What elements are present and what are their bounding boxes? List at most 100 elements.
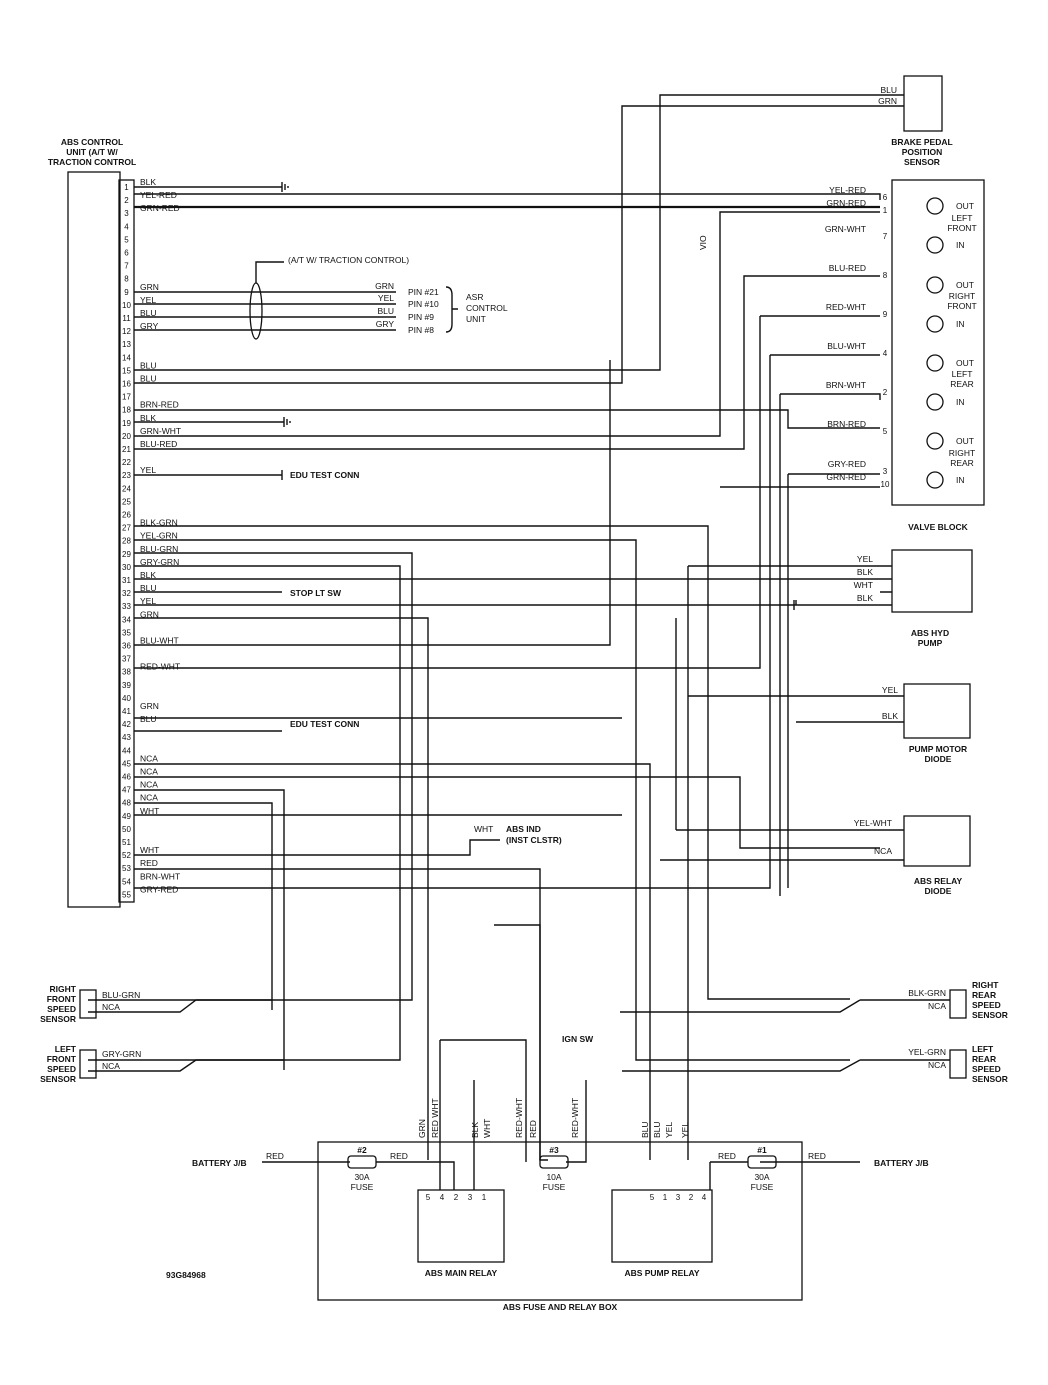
fuse-label-2: FUSE [751,1182,774,1192]
ecu-pin-18: 18 [122,406,131,415]
pump-relay-pin-4: 4 [702,1193,707,1202]
ecu-wire-31: BLK [140,570,156,580]
ecu-wire-45: NCA [140,753,158,763]
ecu-pin-52: 52 [122,851,131,860]
ecu-pin-12: 12 [122,327,131,336]
ecu-pin-49: 49 [122,812,131,821]
ecu-wire-10: YEL [140,295,156,305]
pmd-wire-yel: YEL [882,685,898,695]
ecu-pin-26: 26 [122,511,131,520]
pump-relay-title: ABS PUMP RELAY [624,1268,699,1278]
lsensor-1-1: FRONT [47,1054,77,1064]
asr-pin-2: PIN #9 [408,312,434,322]
valve-group-0: LEFT [952,213,973,223]
valve-pin-5: 5 [883,427,888,436]
valve-pin-3: 3 [883,467,888,476]
rsensor-1-3: SENSOR [972,1074,1008,1084]
ecu-pin-13: 13 [122,340,131,349]
at-traction-label: (A/T W/ TRACTION CONTROL) [288,255,409,265]
ign-sw: IGN SW [562,1034,594,1044]
main-relay-pin-4: 4 [440,1193,445,1202]
ecu-wire-32: BLU [140,583,157,593]
main-relay-wire-4: RED-WHT [514,1098,524,1138]
asr-wire-2: BLU [377,306,394,316]
valve-wire-7: GRN-WHT [825,224,866,234]
pump-relay-pin-1: 1 [663,1193,668,1202]
ecu-wire-29: BLU-GRN [140,544,178,554]
main-relay-pin-1: 1 [482,1193,487,1202]
asr-pin-3: PIN #8 [408,325,434,335]
valve-port-6: OUT [956,436,974,446]
valve-pin-6: 6 [883,193,888,202]
ecu-wire-53: RED [140,858,158,868]
brake-wire-blu: BLU [880,85,897,95]
ecu-pin-19: 19 [122,419,131,428]
ecu-pin-22: 22 [122,458,131,467]
ecu-wire-33: YEL [140,596,156,606]
ecu-pin-37: 37 [122,655,131,664]
asr-title-3: UNIT [466,314,486,324]
main-relay-wire-3: WHT [482,1119,492,1138]
pump-relay-wire-3: YEL [680,1122,690,1138]
edu-test-conn-1: EDU TEST CONN [290,470,359,480]
rf-wire-1: NCA [102,1002,120,1012]
asr-title-1: ASR [466,292,483,302]
pump-wire-1: BLK [857,567,873,577]
asr-wire-1: YEL [378,293,394,303]
lsensor-0-2: SPEED [47,1004,76,1014]
ecu-wire-1: BLK [140,177,156,187]
ecu-pin-5: 5 [124,235,129,244]
rsensor-1-2: SPEED [972,1064,1001,1074]
brake-title-1: BRAKE PEDAL [891,137,952,147]
vio-label: VIO [698,235,708,250]
fuse-num-1: #3 [549,1145,559,1155]
main-relay-wire-6: RED-WHT [570,1098,580,1138]
ecu-wire-41: GRN [140,701,159,711]
fuse-label-1: FUSE [543,1182,566,1192]
rsensor-0-1: REAR [972,990,996,1000]
valve-group-5: REAR [950,379,974,389]
asr-wire-0: GRN [375,281,394,291]
ecu-wire-28: YEL-GRN [140,531,178,541]
ecu-pin-54: 54 [122,877,131,886]
ecu-title-3: TRACTION CONTROL [48,157,136,167]
ecu-wire-15: BLU [140,360,157,370]
ecu-pin-34: 34 [122,615,131,624]
valve-wire-1: GRN-RED [826,198,866,208]
fuse-label-0: FUSE [351,1182,374,1192]
ecu-pin-7: 7 [124,262,129,271]
ecu-wire-20: GRN-WHT [140,426,181,436]
asr-title-2: CONTROL [466,303,508,313]
inst-clstr: (INST CLSTR) [506,835,562,845]
valve-port [926,432,944,450]
ecu-pin-33: 33 [122,602,131,611]
ecu-connector [118,179,135,903]
ecu-pin-16: 16 [122,380,131,389]
ecu-pin-25: 25 [122,497,131,506]
ecu-wire-36: BLU-WHT [140,636,179,646]
ecu-wire-18: BRN-RED [140,400,179,410]
valve-port [926,276,944,294]
pump-relay-pin-3: 3 [676,1193,681,1202]
valve-group-3: FRONT [947,301,976,311]
fuse-rating-2: 30A [754,1172,769,1182]
ecu-pin-numbers: 1234567891011121314151617181920212223242… [122,183,131,899]
edu-test-conn-2: EDU TEST CONN [290,719,359,729]
rsensor-0-2: SPEED [972,1000,1001,1010]
valve-wire-9: RED-WHT [826,302,866,312]
rsensor-0-3: SENSOR [972,1010,1008,1020]
ecu-wire-55: GRY-RED [140,884,178,894]
ecu-pin-47: 47 [122,786,131,795]
pump-relay-pin-5: 5 [650,1193,655,1202]
battery-jb-left: BATTERY J/B [192,1158,247,1168]
main-relay-wire-2: BLK [470,1122,480,1138]
valve-port-7: IN [956,475,965,485]
valve-port-0: OUT [956,201,974,211]
ecu-wire-2: YEL-RED [140,190,177,200]
ecu-wire-48: NCA [140,793,158,803]
valve-port-3: IN [956,319,965,329]
pump-wire-2: WHT [854,580,873,590]
rr-wire-0: BLK-GRN [908,988,946,998]
